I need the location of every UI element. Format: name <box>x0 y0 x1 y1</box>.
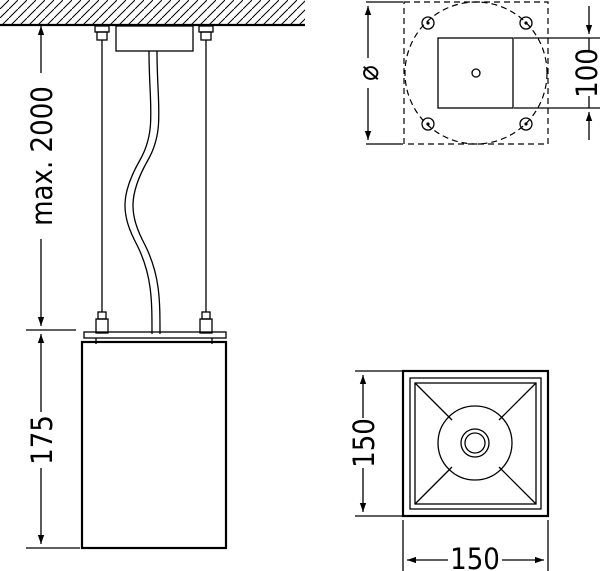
housing-inner <box>409 377 542 510</box>
bottom-view: 150 150 <box>347 369 550 571</box>
housing-outer <box>401 369 550 518</box>
canopy-size-label: 100 <box>570 48 600 98</box>
luminaire-body <box>80 340 228 550</box>
max-length-dimension: max. 2000 <box>25 26 76 331</box>
lens-outer <box>437 405 513 481</box>
ceiling <box>0 0 305 27</box>
cable-entry <box>471 68 481 78</box>
top-view: ⌀ 100 <box>351 1 600 145</box>
diameter-dimension: ⌀ <box>351 1 403 145</box>
diameter-label: ⌀ <box>351 65 385 81</box>
screw-hole-bottom-right <box>519 117 533 131</box>
power-cable <box>124 50 161 335</box>
height-label: 175 <box>25 415 59 465</box>
screw-hole-bottom-left <box>421 117 435 131</box>
lens-inner <box>464 432 486 454</box>
screw-hole-top-left <box>421 16 435 30</box>
top-grip-left <box>94 25 110 44</box>
mounting-circle <box>404 1 548 145</box>
reflector-opening <box>414 382 537 505</box>
height-dimension: 175 <box>25 334 80 549</box>
depth-dimension: 150 <box>347 370 402 517</box>
width-dimension: 150 <box>402 520 549 571</box>
canopy-plate <box>437 37 514 109</box>
mounting-plate <box>83 331 227 339</box>
bottom-grip-right <box>199 311 213 334</box>
reflector-facets <box>414 382 537 505</box>
bottom-grip-left <box>95 311 109 334</box>
width-label: 150 <box>450 542 500 571</box>
screw-hole-top-right <box>519 16 533 30</box>
canopy <box>115 25 194 52</box>
lens-middle <box>460 428 490 458</box>
max-length-label: max. 2000 <box>25 86 59 226</box>
depth-label: 150 <box>347 418 381 468</box>
side-view: max. 2000 175 <box>0 0 305 550</box>
canopy-size-dimension: 100 <box>514 6 600 140</box>
top-grip-right <box>198 25 214 44</box>
